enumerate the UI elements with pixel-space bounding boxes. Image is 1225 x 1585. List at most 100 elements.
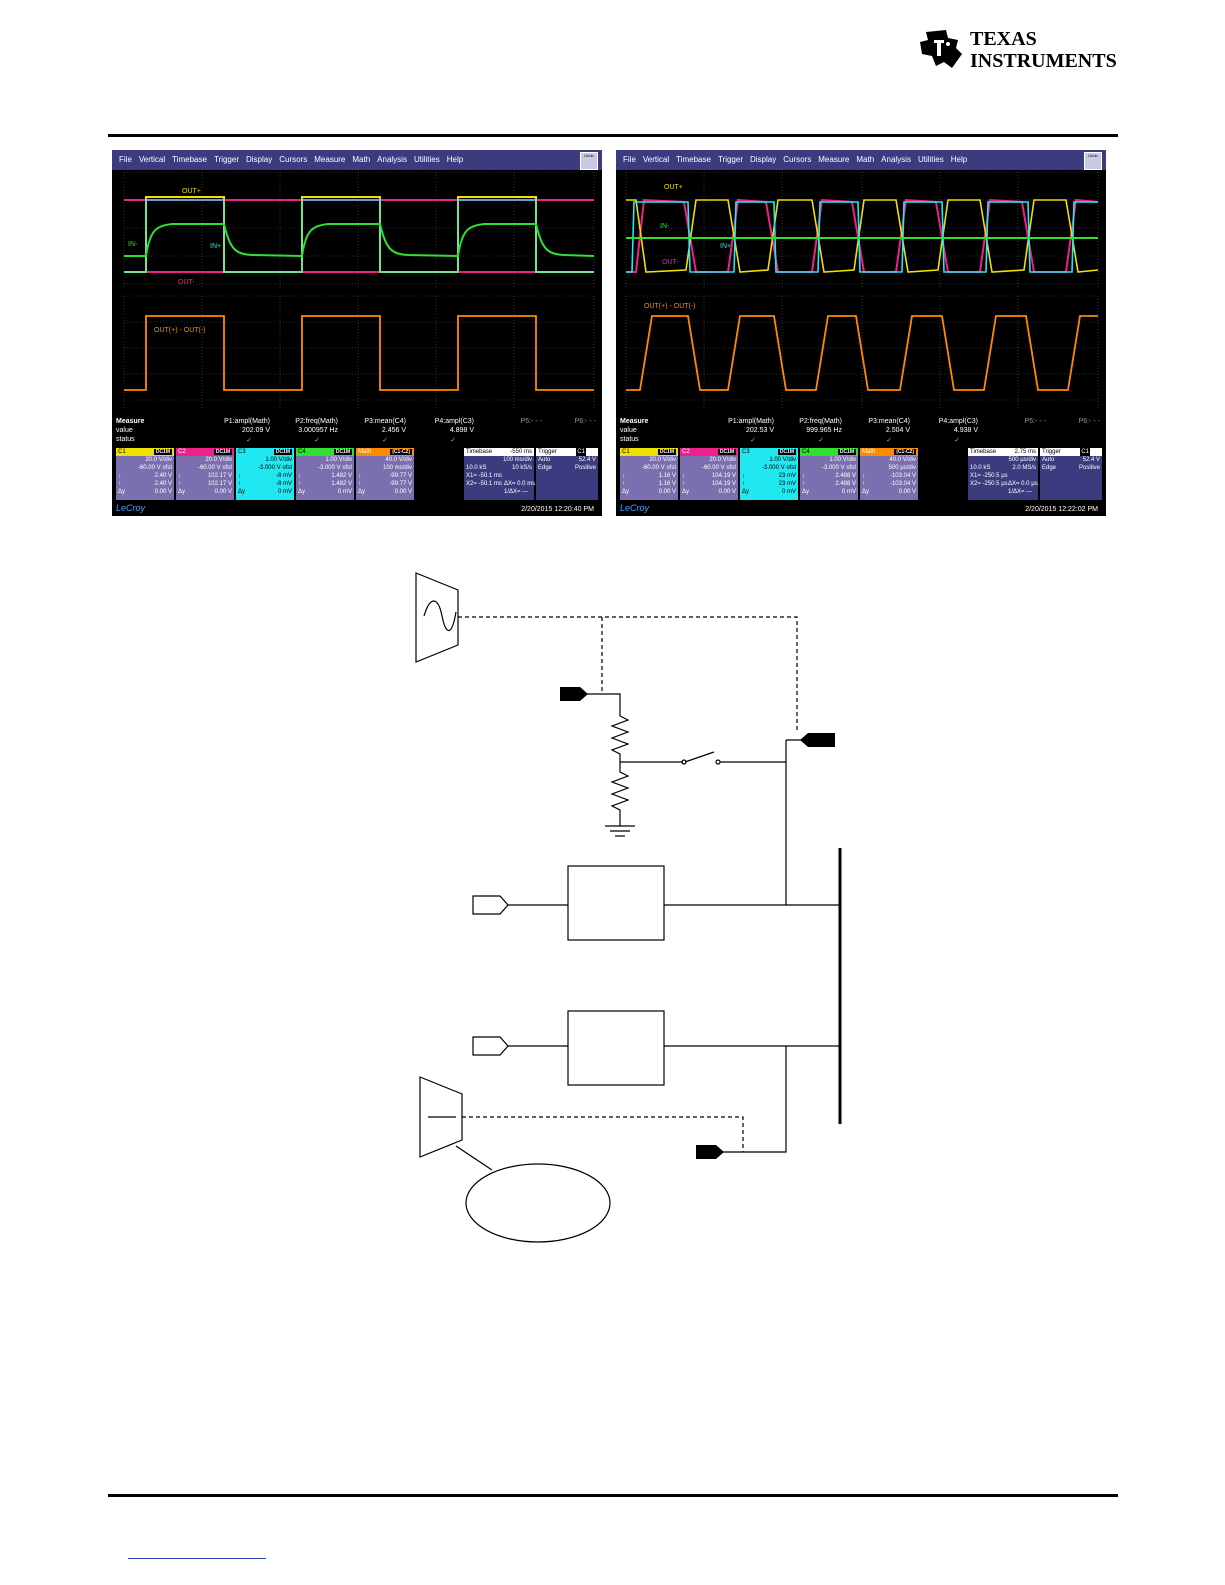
measure-param-5[interactable]: P5:- - - [520,418,542,425]
label-in-plus: IN+ [210,243,221,250]
menu-vertical[interactable]: Vertical [138,155,166,164]
channel-offset: -60.00 V ofst [701,465,736,471]
channel-offset: 500 µs/div [888,465,916,471]
menu-timebase[interactable]: Timebase [676,155,711,164]
measure-param-4[interactable]: P4:ampl(C3) [434,418,474,425]
connector-left-icon [560,687,588,701]
row-val: 0.00 V [394,489,412,495]
menu-analysis[interactable]: Analysis [881,155,911,164]
channel-offset: -60.00 V ofst [137,465,172,471]
channel-box-math[interactable]: Math(C1-C2) 40.0 V/div 100 ms/div ↓-99.7… [356,448,414,500]
coupling-badge: DC1M [213,449,232,455]
menu-trigger[interactable]: Trigger [717,155,743,164]
channel-vdiv: 40.0 V/div [385,457,412,463]
sample-rate: 10 kS/s [511,465,532,471]
row-key: ↑ [862,481,865,487]
scope-menubar: File Vertical Timebase Trigger Display Cursor… [616,150,1106,170]
coupling-badge: DC1M [333,449,352,455]
row-val: -103.04 V [889,481,916,487]
trigger-label: Trigger [538,449,557,455]
menu-file[interactable]: File [119,155,132,164]
channel-name: C2 [178,449,186,455]
cursor-inv-dx: 1/ΔX= --- [504,489,529,495]
measure-param-5[interactable]: P5:- - - [1024,418,1046,425]
channel-name: C4 [802,449,810,455]
row-val: 104.19 V [711,481,736,487]
menu-utilities[interactable]: Utilities [917,155,944,164]
trace-in-plus-left [124,199,594,273]
row-key: Δy [742,489,750,495]
footer-link-underline[interactable] [128,1558,266,1559]
menu-cursors[interactable]: Cursors [783,155,812,164]
menu-file[interactable]: File [623,155,636,164]
measure-param-1[interactable]: P1:ampl(Math) [224,418,270,425]
device-block-1 [567,865,665,941]
row-key: ↑ [802,481,805,487]
menu-measure[interactable]: Measure [314,155,346,164]
row-val: 0 mV [277,489,292,495]
measure-param-6[interactable]: P6:- - - [1078,418,1100,425]
callout-ellipse [465,1163,611,1243]
measure-table: Measure P1:ampl(Math) P2:freq(Math) P3:m… [112,418,602,446]
coupling-badge: DC1M [837,449,856,455]
menu-timebase[interactable]: Timebase [172,155,207,164]
measure-value-3: 2.456 V [381,427,406,434]
row-val: 0.00 V [154,489,172,495]
measure-param-3[interactable]: P3:mean(C4) [868,418,910,425]
measure-param-4[interactable]: P4:ampl(C3) [938,418,978,425]
row-key: Δy [238,489,246,495]
undo-button[interactable]: Undo [580,152,598,170]
channel-vdiv: 20.0 V/div [205,457,232,463]
menu-math[interactable]: Math [352,155,371,164]
measure-param-3[interactable]: P3:mean(C4) [364,418,406,425]
menu-vertical[interactable]: Vertical [642,155,670,164]
menu-display[interactable]: Display [246,155,273,164]
row-key: ↓ [682,473,685,479]
label-out-minus: OUT- [662,259,679,266]
cursor-delta-box: ΔX= 0.0 ms 1/ΔX= --- [504,480,536,500]
channel-box-math[interactable]: Math(C1-C2) 40.0 V/div 500 µs/div ↓-103.… [860,448,918,500]
row-val: 102.17 V [207,473,232,479]
channel-name: C3 [742,449,750,455]
scope-timestamp: 2/20/2015 12:20:40 PM [521,506,594,513]
menu-help[interactable]: Help [446,155,464,164]
row-key: Δy [358,489,366,495]
measure-value-2: 3.000957 Hz [298,427,338,434]
label-out-minus: OUT- [178,279,195,286]
row-key: ↑ [238,481,241,487]
menu-measure[interactable]: Measure [818,155,850,164]
measure-param-1[interactable]: P1:ampl(Math) [728,418,774,425]
label-in-minus: IN- [660,223,670,230]
coupling-badge: DC1M [777,449,796,455]
label-out-plus: OUT+ [182,188,201,195]
menu-cursors[interactable]: Cursors [279,155,308,164]
undo-button[interactable]: Undo [1084,152,1102,170]
row-key: ↓ [298,473,301,479]
measure-param-2[interactable]: P2:freq(Math) [799,418,842,425]
menu-utilities[interactable]: Utilities [413,155,440,164]
menu-help[interactable]: Help [950,155,968,164]
measure-param-6[interactable]: P6:- - - [574,418,596,425]
coupling-badge: DC1M [657,449,676,455]
menu-display[interactable]: Display [750,155,777,164]
menu-math[interactable]: Math [856,155,875,164]
label-in-plus: IN+ [720,243,731,250]
scope-dashed-wire [462,1116,744,1152]
measure-param-2[interactable]: P2:freq(Math) [295,418,338,425]
lower-node-wire [720,1046,787,1153]
menu-analysis[interactable]: Analysis [377,155,407,164]
row-key: ↑ [682,481,685,487]
menu-trigger[interactable]: Trigger [213,155,239,164]
